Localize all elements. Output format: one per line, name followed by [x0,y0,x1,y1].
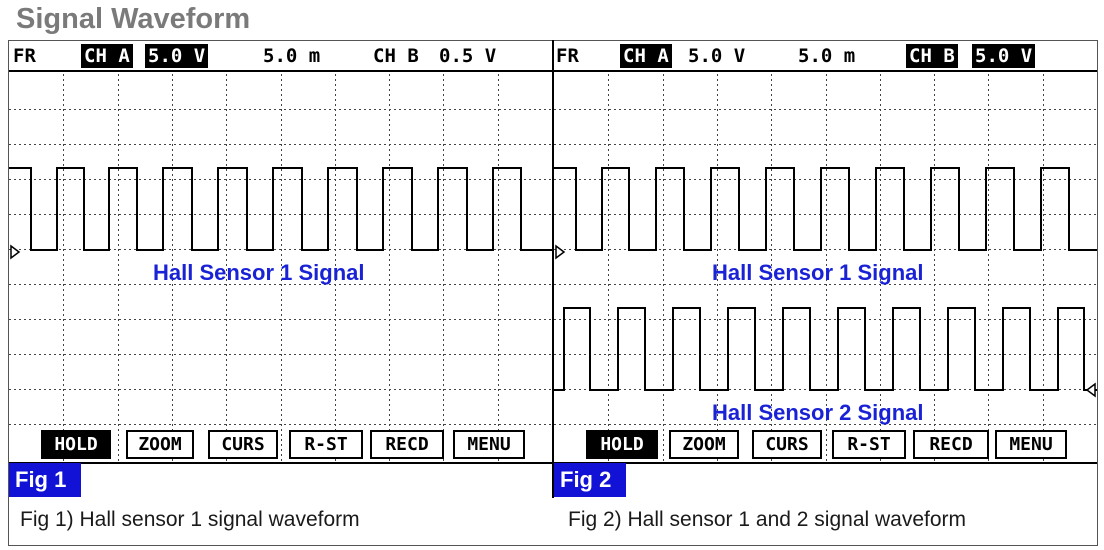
ch-b-marker-icon [1085,382,1096,398]
signal-label-hall-1: Hall Sensor 1 Signal [712,260,924,285]
timebase-value: 5.0 m [798,45,856,67]
waveform-hall-sensor-1 [554,167,1097,251]
ch-b-tag: CH B [906,44,958,68]
grid [9,74,552,462]
scope-screen: Hall Sensor 1 Signal [9,74,552,464]
hold-button[interactable]: HOLD [41,430,111,459]
scope-screen: Hall Sensor 1 Signal Hall Sensor 2 Signa… [554,74,1097,464]
fr-indicator: FR [13,45,36,67]
waveform-display [554,74,1097,462]
page-title: Signal Waveform [16,3,251,35]
ch-b-value: 5.0 V [972,44,1036,68]
reset-button[interactable]: R-ST [289,430,363,459]
ch-a-value: 5.0 V [145,44,209,68]
ch-b-value: 0.5 V [439,45,497,67]
zoom-button[interactable]: ZOOM [669,430,739,459]
ch-a-marker-icon [555,244,566,260]
cursor-button[interactable]: CURS [208,430,278,459]
scope-header: FR CH A 5.0 V 5.0 m CH B 0.5 V [9,40,552,72]
ch-b-tag: CH B [373,45,419,67]
menu-button[interactable]: MENU [995,430,1067,459]
waveform-hall-sensor-1 [9,167,552,251]
ch-a-value: 5.0 V [688,45,746,67]
scope-panel-fig1: FR CH A 5.0 V 5.0 m CH B 0.5 V Hall Sens… [9,40,552,498]
caption-fig1: Fig 1) Hall sensor 1 signal waveform [20,508,360,531]
scope-button-row: HOLD ZOOM CURS R-ST RECD MENU [554,428,1097,462]
fig-badge: Fig 2 [554,463,626,497]
waveform-hall-sensor-2 [554,307,1097,391]
ch-a-marker-icon [10,244,21,260]
record-button[interactable]: RECD [913,430,989,459]
cursor-button[interactable]: CURS [752,430,822,459]
signal-label-hall-2: Hall Sensor 2 Signal [712,400,924,425]
record-button[interactable]: RECD [370,430,444,459]
zoom-button[interactable]: ZOOM [126,430,194,459]
ch-a-tag: CH A [620,44,672,68]
reset-button[interactable]: R-ST [832,430,906,459]
scope-button-row: HOLD ZOOM CURS R-ST RECD MENU [9,428,552,462]
fig-badge: Fig 1 [9,463,81,497]
hold-button[interactable]: HOLD [586,430,658,459]
signal-label-hall-1: Hall Sensor 1 Signal [153,260,365,285]
scope-panel-fig2: FR CH A 5.0 V 5.0 m CH B 5.0 V Hall Sens… [552,40,1097,498]
caption-fig2: Fig 2) Hall sensor 1 and 2 signal wavefo… [568,508,967,531]
fr-indicator: FR [556,45,579,67]
waveform-display [9,74,552,462]
timebase-value: 5.0 m [263,45,321,67]
ch-a-tag: CH A [81,44,133,68]
menu-button[interactable]: MENU [453,430,525,459]
scope-header: FR CH A 5.0 V 5.0 m CH B 5.0 V [554,40,1097,72]
